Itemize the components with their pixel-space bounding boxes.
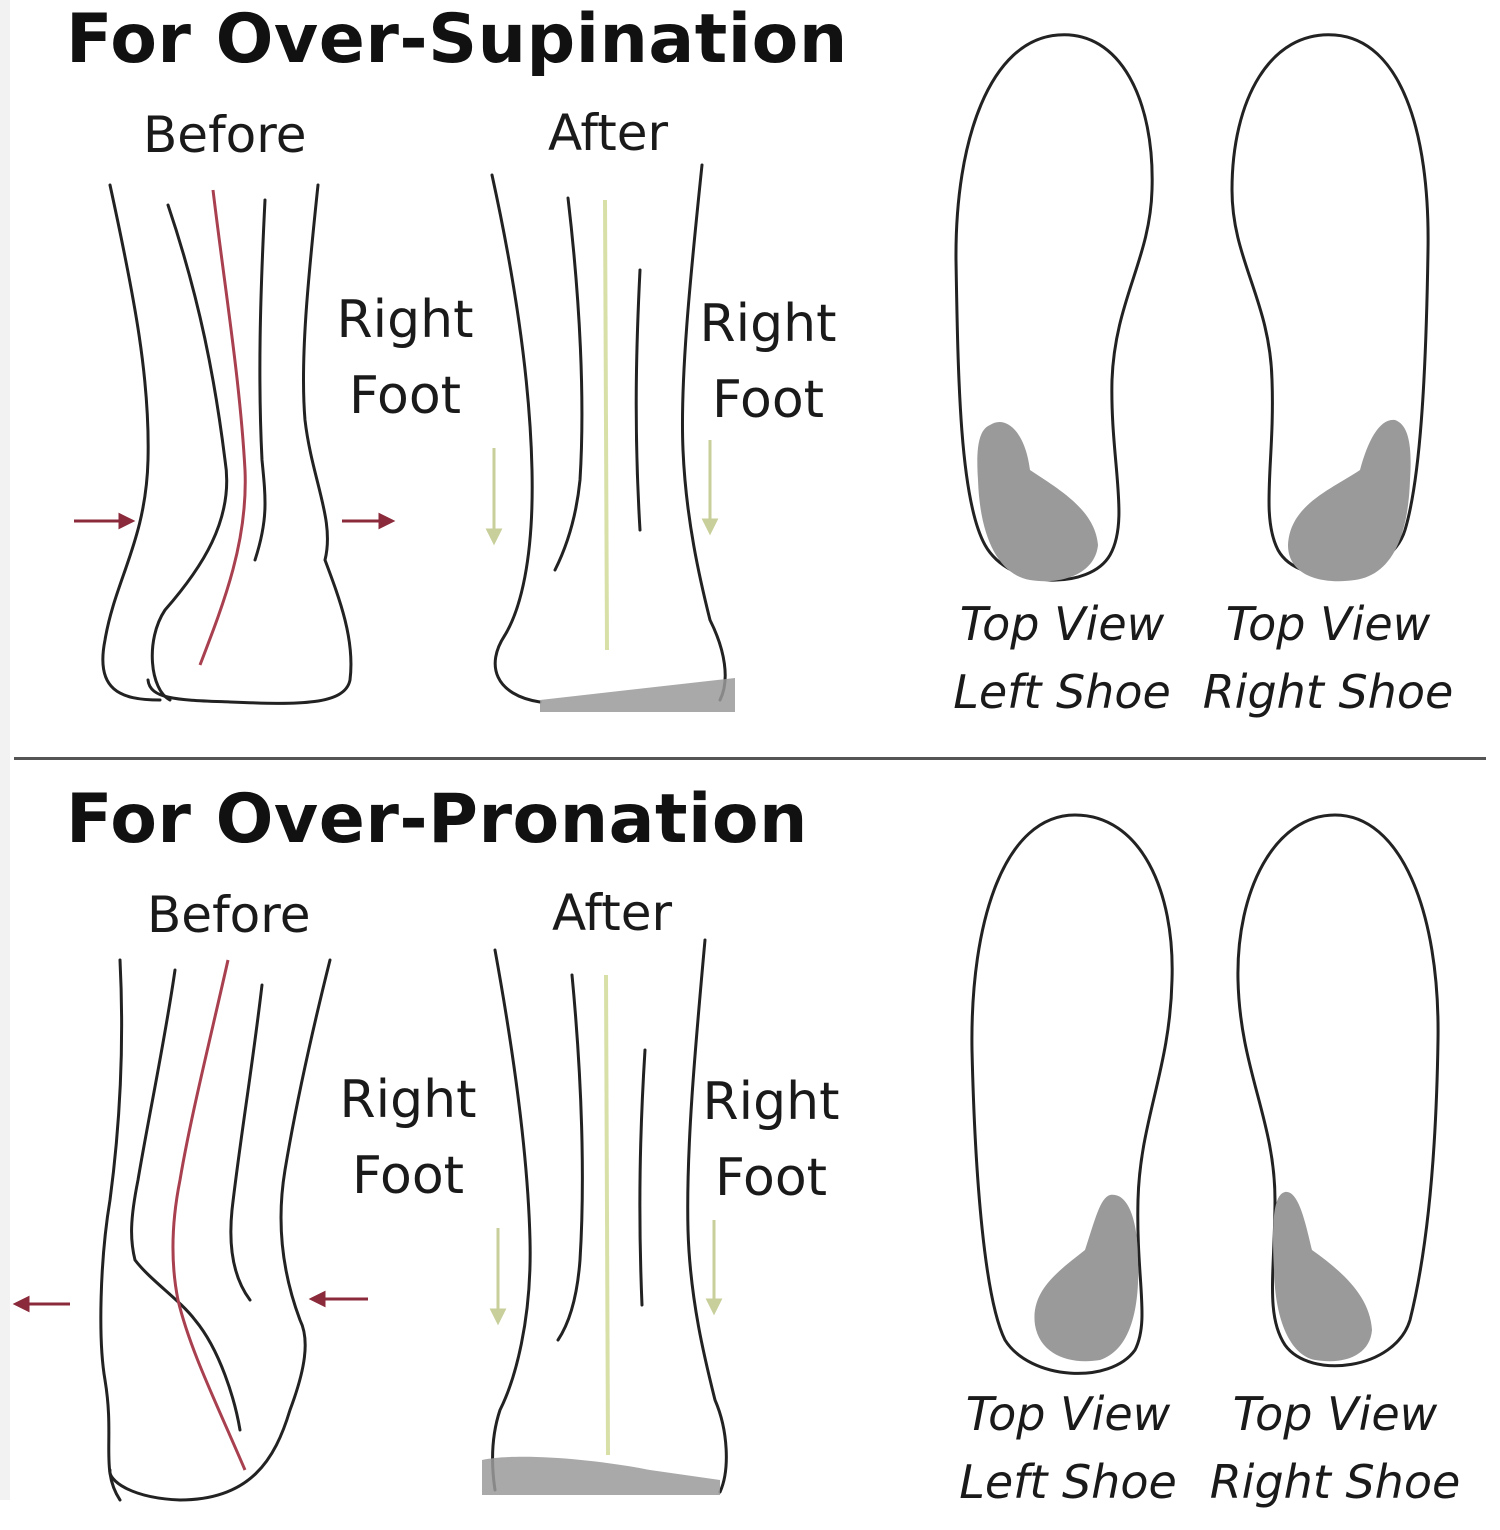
pronation-green-arrows xyxy=(489,1220,723,1326)
supination-green-arrows xyxy=(485,440,719,546)
section-divider xyxy=(14,757,1486,760)
pronation-right-shoe-label: Top View Right Shoe xyxy=(1205,1380,1465,1516)
after-bone-line xyxy=(604,974,610,1456)
left-insole xyxy=(970,813,1174,1375)
after-leg-illustration xyxy=(490,163,727,704)
left-insole-insert xyxy=(977,422,1098,582)
shoe-label-line2: Right Shoe xyxy=(1209,1455,1461,1509)
pronation-red-arrows xyxy=(12,1290,368,1313)
before-bone-line xyxy=(171,959,247,1471)
supination-after-label: After xyxy=(548,104,669,162)
supination-before-label: Before xyxy=(143,106,307,164)
shoe-label-line2: Left Shoe xyxy=(953,665,1171,719)
foot-label-line2: Foot xyxy=(351,1146,465,1206)
supination-illustration xyxy=(74,33,1430,712)
pronation-after-foot-label: Right Foot xyxy=(686,1064,856,1216)
pronation-left-shoe-label: Top View Left Shoe xyxy=(938,1380,1198,1516)
shoe-label-line2: Right Shoe xyxy=(1202,665,1454,719)
shoe-label-line1: Top View xyxy=(1232,1387,1438,1441)
left-insole xyxy=(954,33,1154,582)
right-insole xyxy=(1236,813,1440,1368)
supination-title: For Over-Supination xyxy=(66,0,848,79)
shoe-label-line1: Top View xyxy=(1225,597,1431,651)
foot-label-line1: Right xyxy=(336,290,474,350)
right-insole-insert xyxy=(1273,1191,1372,1362)
supination-panel: For Over-Supination Before After Right F… xyxy=(0,0,1500,750)
before-leg-illustration xyxy=(101,183,353,705)
supination-left-shoe-label: Top View Left Shoe xyxy=(932,590,1192,726)
foot-label-line2: Foot xyxy=(714,1148,828,1208)
shoe-label-line1: Top View xyxy=(959,597,1165,651)
pronation-before-foot-label: Right Foot xyxy=(323,1062,493,1214)
right-insole xyxy=(1230,33,1430,577)
supination-red-arrows xyxy=(74,512,396,530)
pronation-title: For Over-Pronation xyxy=(66,780,808,859)
supination-before-foot-label: Right Foot xyxy=(320,282,490,434)
after-leg-illustration xyxy=(491,938,728,1494)
right-insole-insert xyxy=(1288,419,1411,582)
left-edge xyxy=(0,0,10,1500)
foot-label-line1: Right xyxy=(699,294,837,354)
before-bone-line xyxy=(198,189,247,666)
shoe-label-line1: Top View xyxy=(965,1387,1171,1441)
supination-after-foot-label: Right Foot xyxy=(683,286,853,438)
after-bone-line xyxy=(603,199,609,651)
foot-label-line1: Right xyxy=(339,1070,477,1130)
foot-label-line1: Right xyxy=(702,1072,840,1132)
left-insole-insert xyxy=(1034,1194,1139,1362)
before-leg-illustration xyxy=(99,958,332,1502)
foot-label-line2: Foot xyxy=(711,370,825,430)
pronation-panel: For Over-Pronation Before After Right Fo… xyxy=(0,780,1500,1530)
supination-right-shoe-label: Top View Right Shoe xyxy=(1198,590,1458,726)
shoe-label-line2: Left Shoe xyxy=(959,1455,1177,1509)
pronation-after-label: After xyxy=(552,884,673,942)
after-wedge xyxy=(482,1456,720,1495)
pronation-before-label: Before xyxy=(147,886,311,944)
after-wedge xyxy=(540,678,735,712)
foot-label-line2: Foot xyxy=(348,366,462,426)
